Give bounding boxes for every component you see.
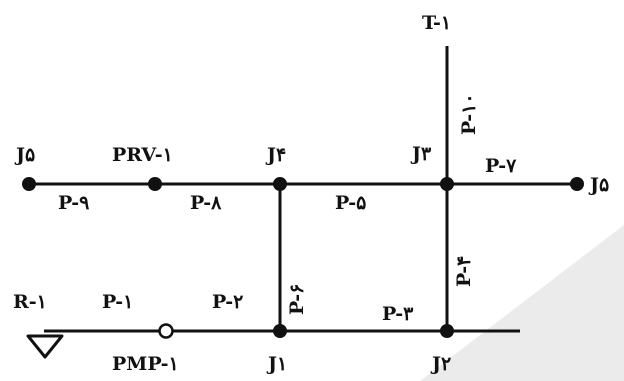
label-r1: R-۱: [13, 291, 47, 313]
label-p2: P-۲: [212, 291, 243, 313]
reservoir-symbol: [26, 334, 64, 359]
junction-j4: [273, 177, 287, 191]
label-p10: P-۱۰: [458, 93, 480, 135]
prv-node: [148, 177, 162, 191]
label-p6: P-۶: [286, 284, 308, 315]
label-p3: P-۳: [382, 303, 414, 325]
label-j1: J۱: [266, 353, 287, 375]
background-stripe: [420, 225, 624, 381]
label-p5: P-۵: [335, 192, 366, 214]
junction-j2: [440, 324, 454, 338]
label-j4: J۴: [265, 144, 286, 166]
label-p7: P-۷: [485, 155, 517, 177]
label-p1: P-۱: [102, 291, 133, 313]
label-j2: J۲: [430, 353, 451, 375]
label-p4: P-۴: [453, 256, 475, 287]
junction-j5-right: [570, 177, 584, 191]
junction-j1: [273, 324, 287, 338]
label-pmp1: PMP-۱: [112, 353, 179, 375]
label-j5-right: J۵: [588, 174, 609, 196]
label-p9: P-۹: [58, 192, 89, 214]
label-prv1: PRV-۱: [112, 144, 173, 166]
junction-j5-left: [22, 177, 36, 191]
label-t1: T-۱: [422, 12, 451, 34]
junction-j3: [440, 177, 454, 191]
pump-node: [158, 323, 174, 339]
label-p8: P-۸: [190, 192, 222, 214]
label-j3: J۳: [410, 143, 432, 165]
label-j5-left: J۵: [14, 144, 35, 166]
